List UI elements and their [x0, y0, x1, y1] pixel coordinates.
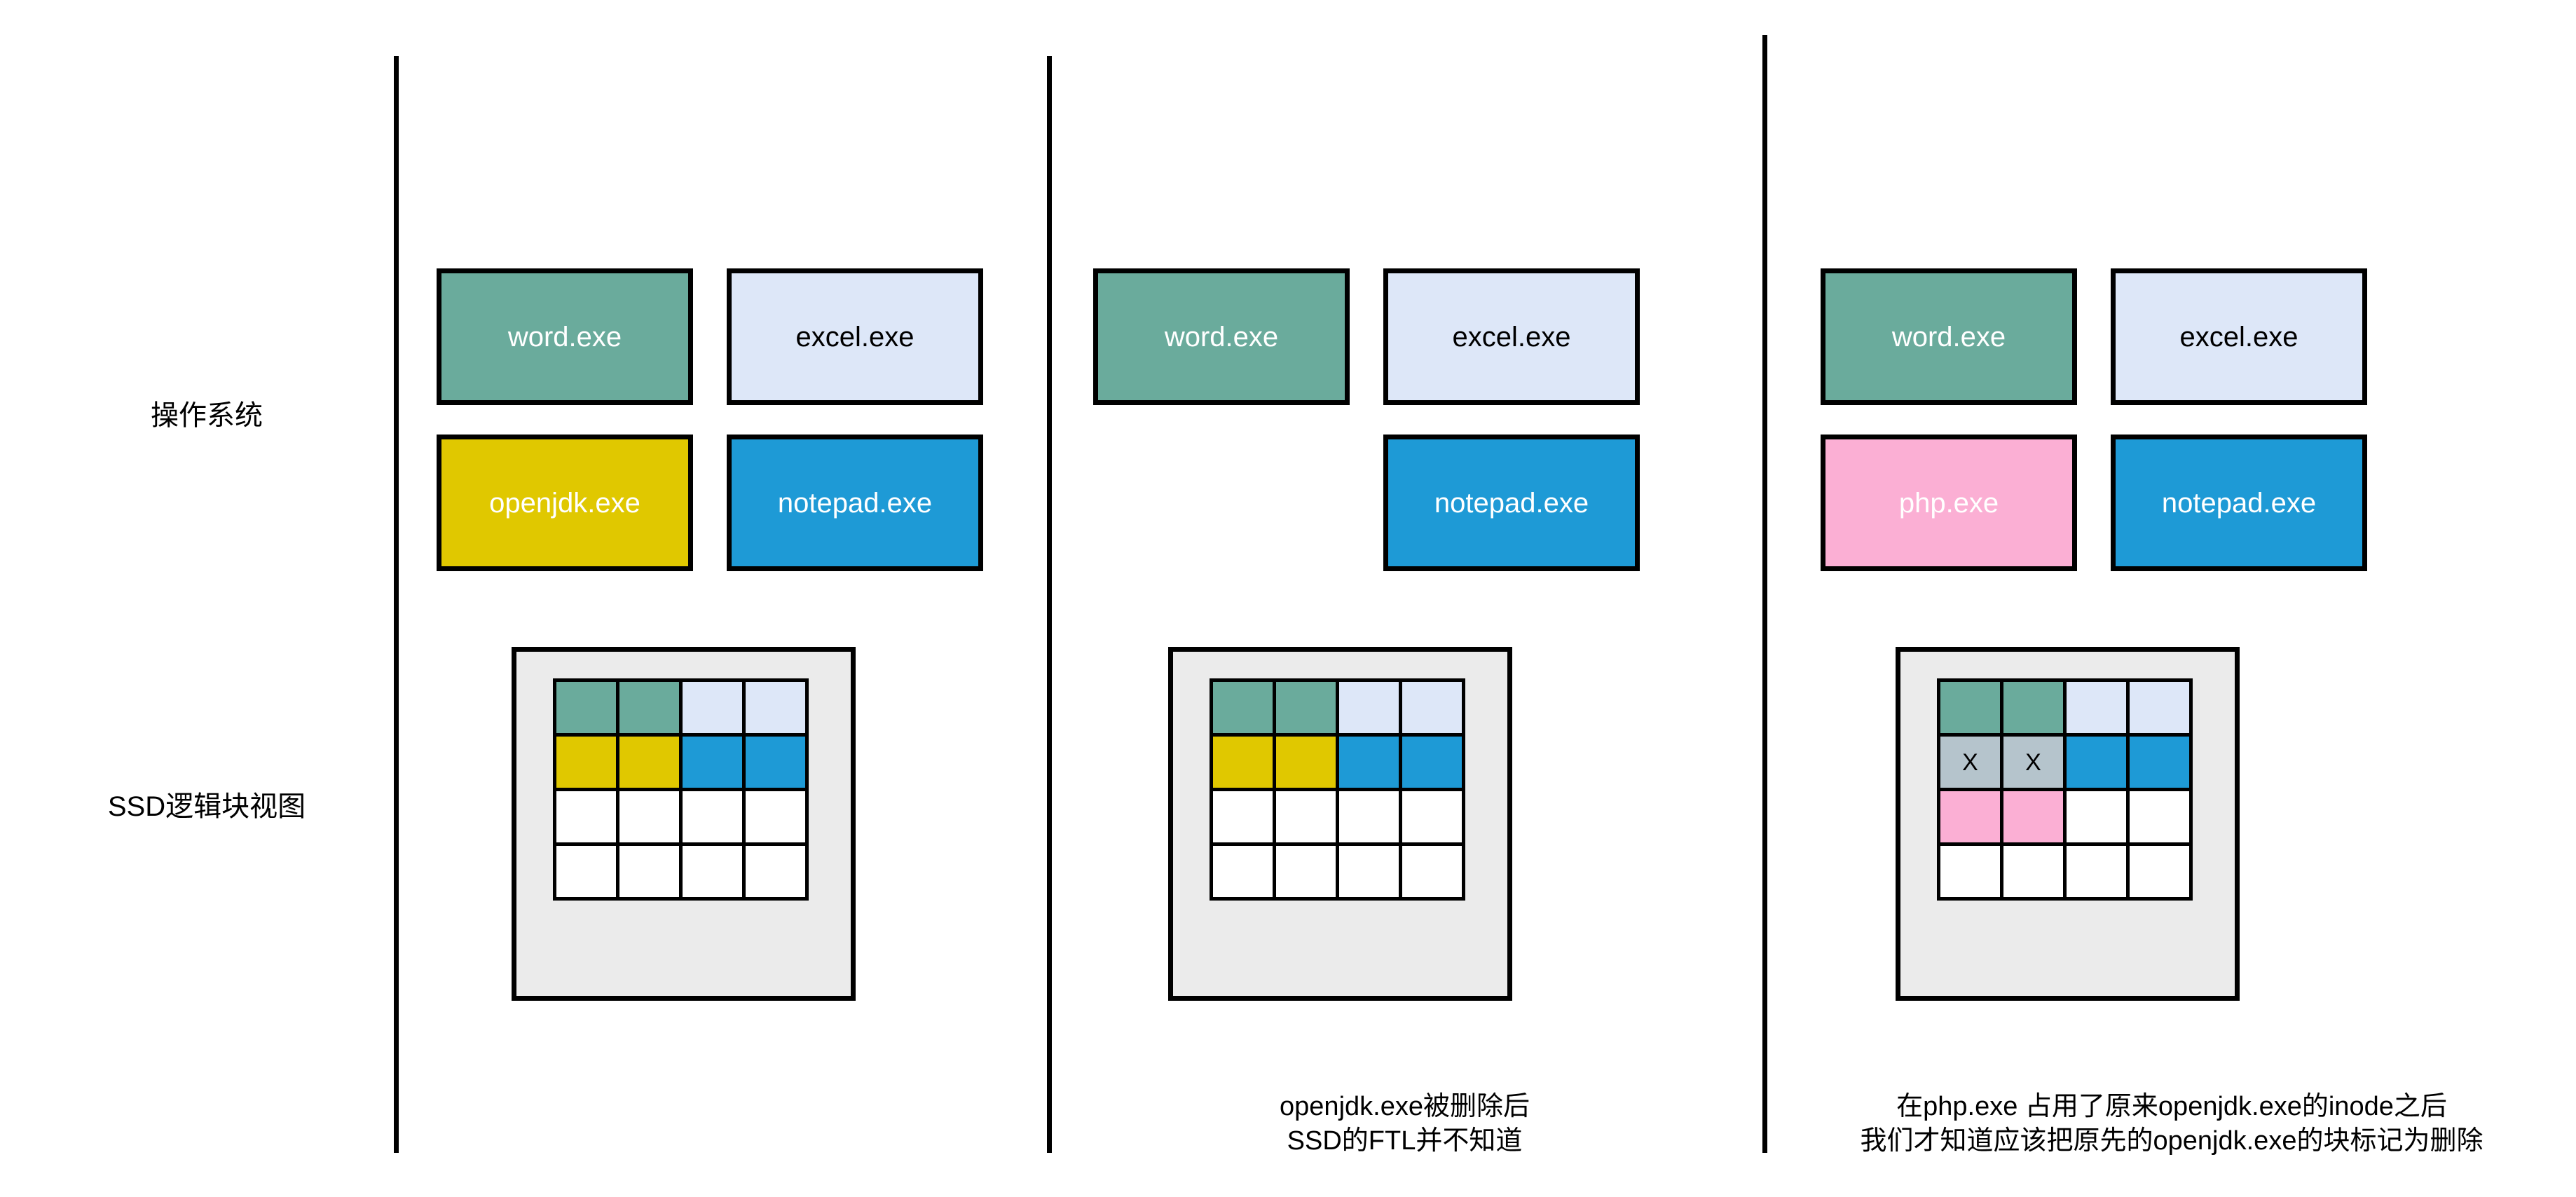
ssd-block-cell[interactable]: [2063, 842, 2130, 901]
ssd-block-cell[interactable]: [616, 733, 683, 791]
ssd-block-frame: [1168, 647, 1512, 1001]
panel-divider-1: [394, 56, 399, 1153]
ssd-block-cell[interactable]: [2126, 678, 2193, 737]
ssd-block-cell[interactable]: [2000, 788, 2067, 846]
ssd-block-cell[interactable]: [742, 842, 809, 901]
app-box-label: notepad.exe: [2161, 487, 2317, 519]
ssd-block-cell[interactable]: [616, 842, 683, 901]
ssd-block-cell[interactable]: [1273, 788, 1339, 846]
app-box-label: notepad.exe: [777, 487, 933, 519]
app-box-excel-exe[interactable]: excel.exe: [1383, 268, 1640, 405]
app-box-label: excel.exe: [1452, 321, 1571, 353]
ssd-block-cell[interactable]: [1336, 733, 1402, 791]
ssd-block-cell[interactable]: [679, 678, 746, 737]
ssd-block-cell[interactable]: [742, 678, 809, 737]
app-box-word-exe[interactable]: word.exe: [1093, 268, 1350, 405]
ssd-block-cell[interactable]: [2126, 733, 2193, 791]
app-box-excel-exe[interactable]: excel.exe: [2111, 268, 2367, 405]
app-box-openjdk-exe[interactable]: openjdk.exe: [437, 435, 693, 571]
ssd-block-cell[interactable]: X: [2000, 733, 2067, 791]
app-box-label: excel.exe: [795, 321, 914, 353]
ssd-block-cell[interactable]: [616, 788, 683, 846]
app-box-label: notepad.exe: [1434, 487, 1589, 519]
app-box-word-exe[interactable]: word.exe: [437, 268, 693, 405]
app-box-word-exe[interactable]: word.exe: [1821, 268, 2077, 405]
ssd-block-cell[interactable]: [1399, 842, 1465, 901]
ssd-block-cell[interactable]: [553, 678, 619, 737]
deleted-mark-x-icon: X: [2025, 748, 2041, 776]
ssd-block-cell[interactable]: [553, 788, 619, 846]
ssd-block-cell[interactable]: [679, 733, 746, 791]
ssd-block-cell[interactable]: [2126, 788, 2193, 846]
ssd-block-cell[interactable]: [1210, 842, 1276, 901]
ssd-block-cell[interactable]: [1937, 788, 2003, 846]
app-box-label: php.exe: [1898, 487, 1999, 519]
ssd-block-cell[interactable]: [1210, 788, 1276, 846]
app-box-php-exe[interactable]: php.exe: [1821, 435, 2077, 571]
panel-divider-2: [1047, 56, 1052, 1153]
app-box-label: excel.exe: [2179, 321, 2298, 353]
panel-3-caption: 在php.exe 占用了原来openjdk.exe的inode之后 我们才知道应…: [1860, 1092, 2483, 1156]
ssd-block-cell[interactable]: X: [1937, 733, 2003, 791]
app-box-label: word.exe: [1891, 321, 2006, 353]
app-box-label: word.exe: [507, 321, 622, 353]
ssd-block-cell[interactable]: [2063, 788, 2130, 846]
ssd-block-cell[interactable]: [1273, 842, 1339, 901]
ssd-block-cell[interactable]: [1336, 678, 1402, 737]
ssd-block-cell[interactable]: [1399, 733, 1465, 791]
ssd-block-cell[interactable]: [1937, 678, 2003, 737]
ssd-block-grid: [553, 678, 809, 901]
ssd-block-cell[interactable]: [1399, 678, 1465, 737]
ssd-block-frame: [512, 647, 856, 1001]
ssd-block-cell[interactable]: [1210, 678, 1276, 737]
app-box-label: openjdk.exe: [489, 487, 640, 519]
app-box-excel-exe[interactable]: excel.exe: [727, 268, 983, 405]
ssd-block-cell[interactable]: [1273, 733, 1339, 791]
ssd-block-grid: [1210, 678, 1465, 901]
ssd-block-cell[interactable]: [742, 788, 809, 846]
ssd-block-cell[interactable]: [679, 842, 746, 901]
ssd-block-cell[interactable]: [2000, 678, 2067, 737]
ssd-block-cell[interactable]: [742, 733, 809, 791]
ssd-block-cell[interactable]: [2063, 733, 2130, 791]
panel-2-caption: openjdk.exe被删除后 SSD的FTL并不知道: [1280, 1092, 1530, 1156]
ssd-block-cell[interactable]: [2000, 842, 2067, 901]
ssd-block-cell[interactable]: [2126, 842, 2193, 901]
row-label-ssd-logical-block-view: SSD逻辑块视图: [107, 791, 306, 822]
ssd-block-cell[interactable]: [553, 733, 619, 791]
ssd-block-cell[interactable]: [1399, 788, 1465, 846]
app-box-label: word.exe: [1164, 321, 1279, 353]
ssd-block-cell[interactable]: [2063, 678, 2130, 737]
ssd-block-cell[interactable]: [1937, 842, 2003, 901]
panel-divider-3: [1762, 35, 1767, 1153]
ssd-block-cell[interactable]: [553, 842, 619, 901]
ssd-block-cell[interactable]: [616, 678, 683, 737]
app-box-notepad-exe[interactable]: notepad.exe: [727, 435, 983, 571]
deleted-mark-x-icon: X: [1962, 748, 1978, 776]
ssd-block-cell[interactable]: [1210, 733, 1276, 791]
ssd-block-cell[interactable]: [679, 788, 746, 846]
app-box-notepad-exe[interactable]: notepad.exe: [1383, 435, 1640, 571]
row-label-operating-system: 操作系统: [151, 400, 263, 431]
app-box-notepad-exe[interactable]: notepad.exe: [2111, 435, 2367, 571]
ssd-block-cell[interactable]: [1336, 788, 1402, 846]
ssd-block-cell[interactable]: [1273, 678, 1339, 737]
ssd-block-cell[interactable]: [1336, 842, 1402, 901]
